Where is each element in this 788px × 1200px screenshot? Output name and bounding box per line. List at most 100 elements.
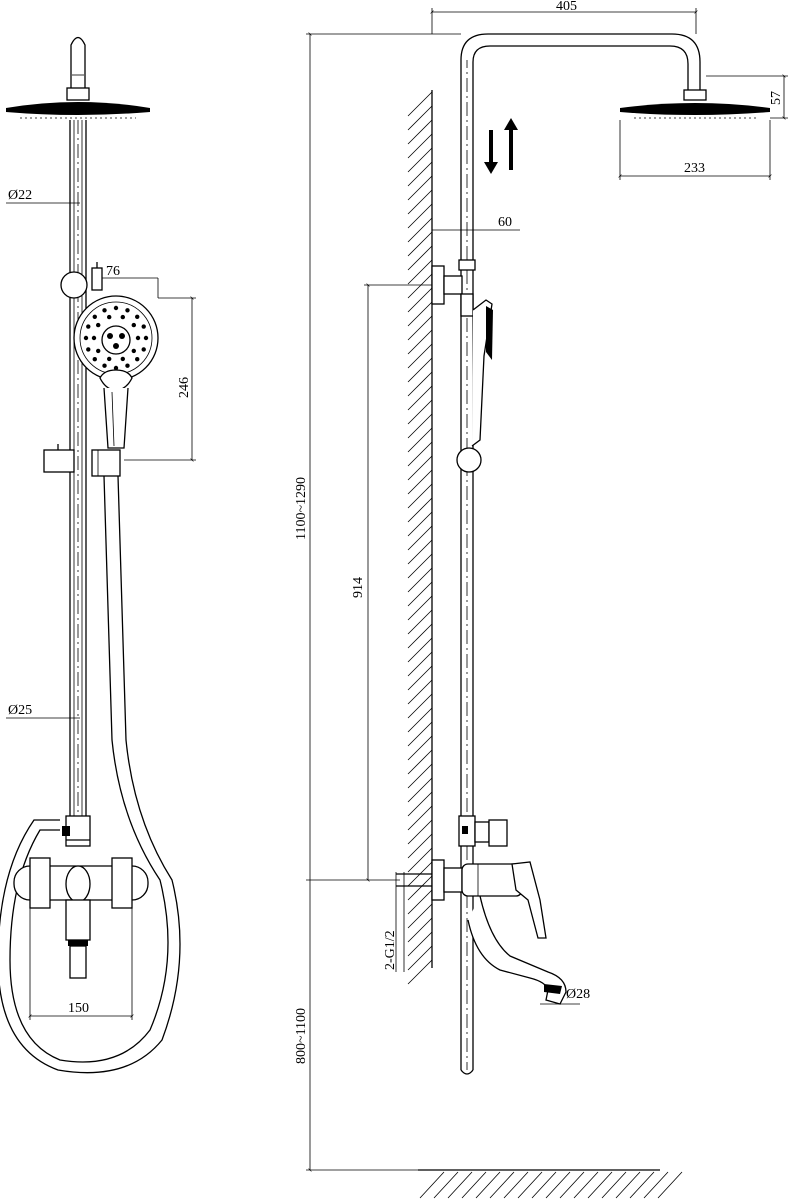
wall-hatch-line xyxy=(407,343,433,369)
wall-hatch-line xyxy=(407,637,433,663)
dim-holder-offset: 76 xyxy=(102,264,159,298)
nozzle-dot xyxy=(113,305,119,311)
dim-hand-shower-length-label: 246 xyxy=(177,377,192,398)
dim-hand-shower-length: 246 xyxy=(124,296,196,462)
dim-head-height-label: 57 xyxy=(769,91,784,105)
wall-hatch-line xyxy=(407,217,433,243)
nozzle-dot xyxy=(102,363,107,368)
dim-head-diameter: 233 xyxy=(618,120,772,180)
dim-mount-height: 800~1100 xyxy=(294,879,400,1064)
floor-hatch-line xyxy=(531,1171,557,1199)
wall-hatch-line xyxy=(407,567,433,593)
wall-hatch-line xyxy=(407,511,433,537)
dim-head-diameter-label: 233 xyxy=(684,161,705,176)
wall-hatch-line xyxy=(407,847,433,873)
wall-hatch-line xyxy=(407,203,433,229)
wall-hatch-line xyxy=(407,791,433,817)
side-wall xyxy=(407,90,433,985)
front-top-connector xyxy=(66,36,90,101)
wall-hatch-line xyxy=(407,385,433,411)
dim-mixer-width: 150 xyxy=(28,908,134,1020)
nozzle-dot xyxy=(96,348,101,354)
wall-hatch-line xyxy=(407,763,433,789)
dim-arm-length: 405 xyxy=(430,0,698,34)
wall-hatch-line xyxy=(407,413,433,439)
wall-hatch-line xyxy=(407,651,433,677)
floor-hatch-line xyxy=(503,1171,529,1199)
dim-wall-offset: 60 xyxy=(432,215,520,231)
nozzle-dot xyxy=(113,365,119,371)
dim-pipe-upper: Ø22 xyxy=(6,188,80,204)
nozzle-dot xyxy=(131,348,136,354)
wall-hatch-line xyxy=(407,315,433,341)
side-floor xyxy=(418,1169,683,1199)
nozzle-dot xyxy=(120,314,125,320)
dim-total-height: 1100~1290 xyxy=(294,32,461,1172)
nozzle-dot xyxy=(86,324,91,329)
wall-hatch-line xyxy=(407,259,433,285)
wall-hatch-line xyxy=(407,833,433,859)
floor-hatch-line xyxy=(559,1171,585,1199)
nozzle-dot xyxy=(143,335,149,341)
wall-hatch-line xyxy=(407,497,433,523)
dim-pipe-lower-label: Ø25 xyxy=(8,703,32,718)
floor-hatch-line xyxy=(489,1171,515,1199)
wall-hatch-line xyxy=(407,231,433,257)
wall-hatch-line xyxy=(407,245,433,271)
floor-hatch-line xyxy=(643,1171,669,1199)
nozzle-dot xyxy=(91,335,97,341)
dim-bracket-height: 914 xyxy=(351,283,432,882)
floor-hatch-line xyxy=(433,1171,459,1199)
nozzle-dot xyxy=(141,324,146,329)
wall-hatch-line xyxy=(407,357,433,383)
floor-hatch-line xyxy=(447,1171,473,1199)
front-view: Ø22 76 xyxy=(0,36,196,1074)
front-hand-shower xyxy=(73,295,159,449)
dim-bracket-height-label: 914 xyxy=(351,577,366,598)
floor-hatch-line xyxy=(461,1171,487,1199)
wall-hatch-line xyxy=(407,693,433,719)
wall-hatch-line xyxy=(407,427,433,453)
wall-hatch-line xyxy=(407,133,433,159)
wall-hatch-line xyxy=(407,301,433,327)
nozzle-dot xyxy=(125,308,130,313)
wall-hatch-line xyxy=(407,805,433,831)
nozzle-dot xyxy=(135,335,141,341)
wall-hatch-line xyxy=(407,399,433,425)
nozzle-dot xyxy=(107,314,112,320)
wall-hatch-line xyxy=(407,665,433,691)
wall-hatch-line xyxy=(407,959,433,985)
up-down-arrows-icon xyxy=(484,118,518,174)
nozzle-dot xyxy=(92,314,97,319)
wall-hatch-line xyxy=(407,903,433,929)
side-mixer-body xyxy=(461,861,567,1005)
floor-hatch-line xyxy=(419,1171,445,1199)
side-diverter xyxy=(458,815,508,847)
wall-hatch-line xyxy=(407,581,433,607)
dim-pipe-lower: Ø25 xyxy=(6,703,80,719)
wall-hatch-line xyxy=(407,147,433,173)
dim-spout-diameter-label: Ø28 xyxy=(566,987,590,1002)
floor-hatch-line xyxy=(545,1171,571,1199)
wall-hatch-line xyxy=(407,595,433,621)
floor-hatch-line xyxy=(629,1171,655,1199)
dim-total-height-label: 1100~1290 xyxy=(294,477,309,540)
side-rain-head xyxy=(620,89,770,119)
nozzle-dot xyxy=(135,357,140,362)
side-hand-shower xyxy=(456,293,493,473)
wall-hatch-line xyxy=(407,777,433,803)
wall-hatch-line xyxy=(407,525,433,551)
front-hand-shower-nozzles xyxy=(83,305,149,371)
wall-hatch-line xyxy=(407,917,433,943)
dim-wall-offset-label: 60 xyxy=(498,215,512,230)
front-slide-holder xyxy=(43,444,121,477)
wall-hatch-line xyxy=(407,721,433,747)
wall-hatch-line xyxy=(407,749,433,775)
nozzle-dot xyxy=(102,308,107,313)
wall-hatch-line xyxy=(407,945,433,971)
dim-spout-diameter: Ø28 xyxy=(540,987,590,1005)
wall-hatch-line xyxy=(407,273,433,299)
wall-hatch-line xyxy=(407,175,433,201)
front-rain-head xyxy=(6,102,150,119)
